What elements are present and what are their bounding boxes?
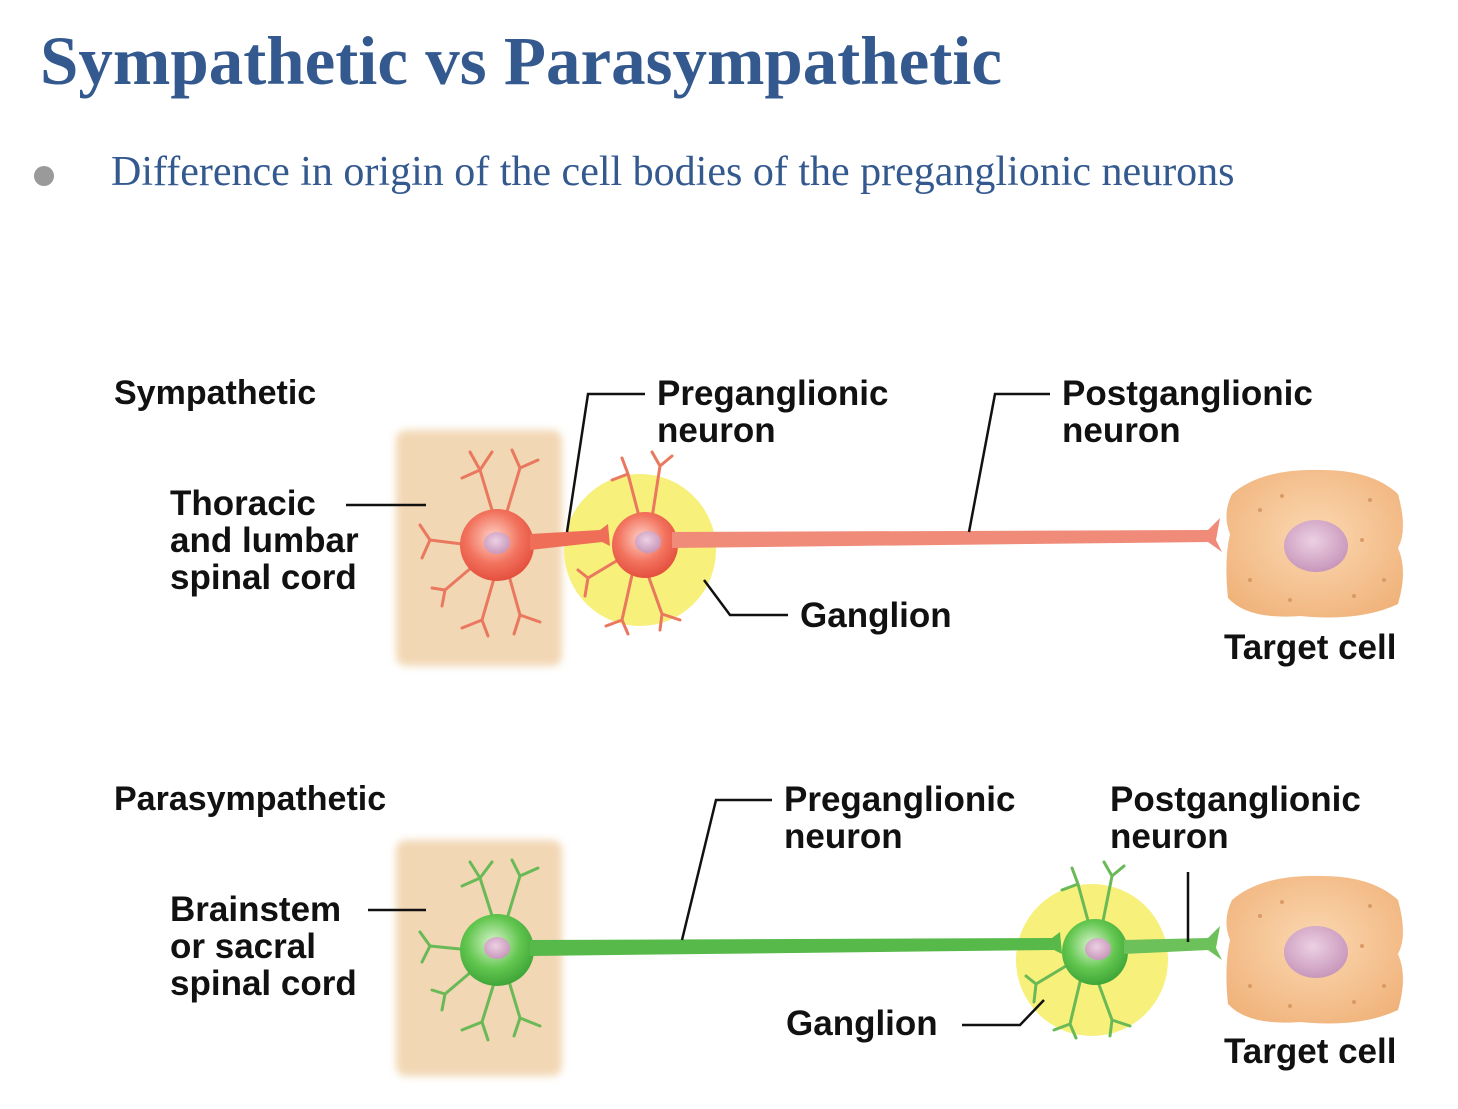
leader-lines [346, 392, 1050, 617]
parasympathetic-ganglion-label: Ganglion [786, 1004, 938, 1043]
parasympathetic-origin-label: Brainstem or sacral spinal cord [170, 890, 357, 1003]
dendrites [418, 448, 542, 638]
sympathetic-preganglionic-label: Preganglionic neuron [657, 374, 889, 450]
nucleus [1085, 938, 1111, 960]
sympathetic-target-label: Target cell [1224, 628, 1397, 667]
sympathetic-postganglionic-label: Postganglionic neuron [1062, 374, 1313, 450]
postganglionic-axon [672, 518, 1222, 552]
sympathetic-origin-label: Thoracic and lumbar spinal cord [170, 484, 359, 597]
nucleus [635, 531, 661, 553]
parasympathetic-target-label: Target cell [1224, 1032, 1397, 1071]
sympathetic-heading: Sympathetic [114, 374, 317, 412]
preganglionic-axon [530, 524, 610, 550]
parasympathetic-heading: Parasympathetic [114, 780, 387, 818]
preganglionic-axon [530, 932, 1062, 956]
bullet-icon [34, 166, 54, 186]
sympathetic-ganglion-label: Ganglion [800, 596, 952, 635]
nucleus [484, 532, 510, 554]
parasympathetic-postganglionic-label: Postganglionic neuron [1110, 780, 1361, 856]
nucleus [1284, 520, 1348, 572]
parasympathetic-preganglionic-label: Preganglionic neuron [784, 780, 1016, 856]
slide-title: Sympathetic vs Parasympathetic [40, 23, 1003, 99]
cytoplasm-dots [1248, 494, 1386, 602]
nucleus [484, 937, 510, 959]
nucleus [1284, 926, 1348, 978]
bullet-text: Difference in origin of the cell bodies … [111, 149, 1235, 195]
postganglionic-axon [1124, 926, 1222, 960]
